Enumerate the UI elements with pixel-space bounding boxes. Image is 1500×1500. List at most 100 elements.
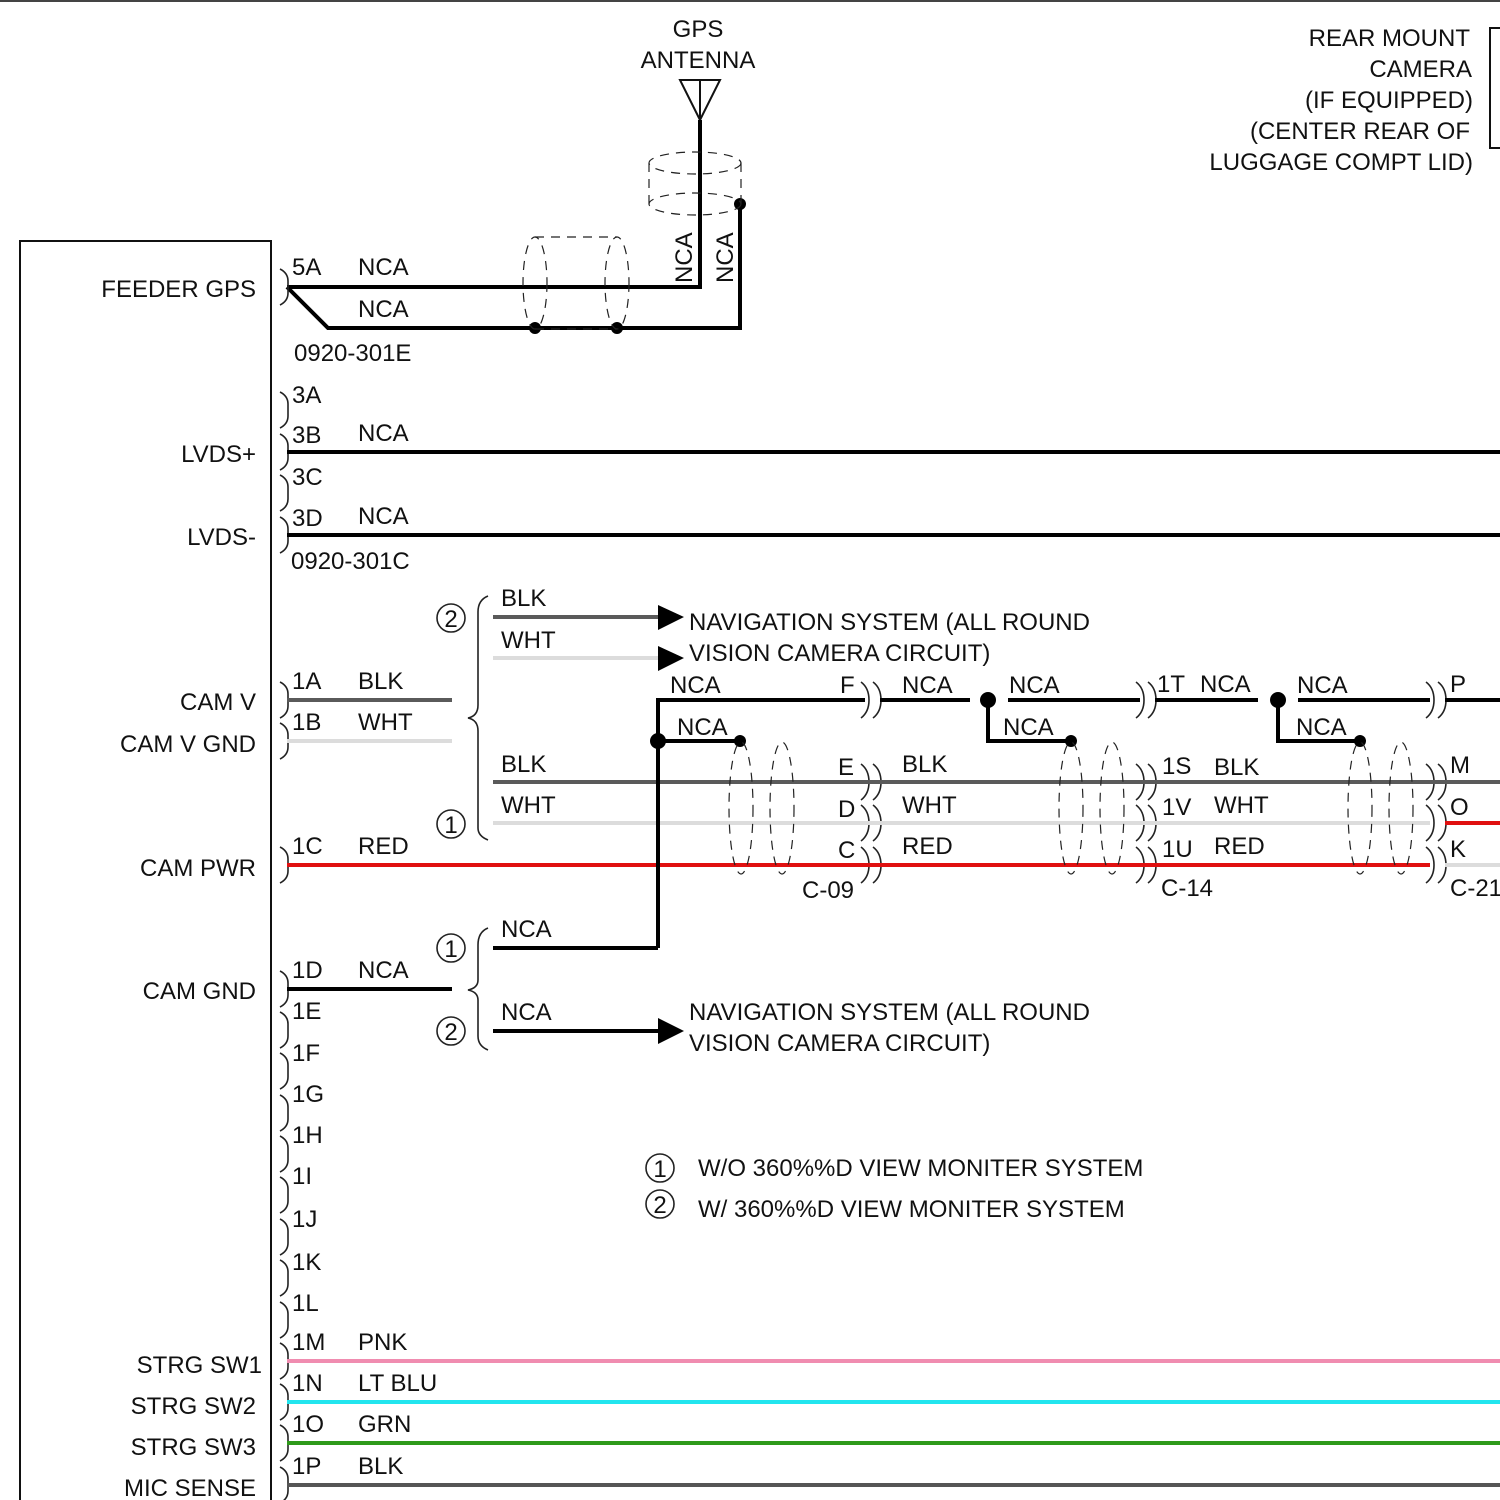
svg-text:D: D	[838, 796, 855, 823]
svg-text:3C: 3C	[292, 464, 323, 491]
pin-bracket-icon	[280, 1053, 288, 1089]
gps-antenna-label: ANTENNA	[641, 47, 756, 74]
pin-bracket-icon	[280, 1095, 288, 1131]
svg-text:WHT: WHT	[1214, 792, 1269, 819]
shield-icon	[729, 742, 1413, 874]
pin-bracket-icon	[280, 1384, 288, 1420]
shield-icon	[523, 152, 741, 329]
svg-text:3B: 3B	[292, 422, 321, 449]
pin-bracket-icon	[280, 1136, 288, 1172]
inline-connector-icon	[873, 682, 881, 718]
option-number-icons: 2 1 1 2	[437, 604, 465, 1046]
svg-text:C: C	[838, 837, 855, 864]
svg-text:BLK: BLK	[358, 668, 403, 695]
pin-bracket-icon	[280, 723, 288, 759]
svg-text:F: F	[840, 672, 855, 699]
svg-text:LVDS+: LVDS+	[181, 441, 256, 468]
pin-labels: 3A 3B 3C 3D 1A 1B 1C 1D 1E 1F 1G 1H 1I 1…	[292, 382, 325, 1480]
svg-text:WHT: WHT	[358, 709, 413, 736]
svg-text:BLK: BLK	[501, 751, 546, 778]
svg-text:CAM GND: CAM GND	[143, 978, 256, 1005]
option-brace-icons	[468, 596, 488, 1050]
svg-text:2: 2	[653, 1192, 666, 1219]
svg-text:NCA: NCA	[501, 916, 552, 943]
svg-text:1T: 1T	[1157, 671, 1185, 698]
svg-text:3A: 3A	[292, 382, 321, 409]
svg-text:1V: 1V	[1162, 794, 1191, 821]
wire-color-label: NCA	[358, 254, 409, 281]
svg-text:(IF EQUIPPED): (IF EQUIPPED)	[1305, 87, 1473, 114]
svg-text:(CENTER REAR OF: (CENTER REAR OF	[1250, 118, 1470, 145]
svg-text:PNK: PNK	[358, 1329, 407, 1356]
svg-text:REAR MOUNT: REAR MOUNT	[1309, 25, 1471, 52]
svg-text:BLK: BLK	[902, 751, 947, 778]
svg-text:W/ 360%%D VIEW MONITER SYSTEM: W/ 360%%D VIEW MONITER SYSTEM	[698, 1196, 1125, 1223]
svg-text:1F: 1F	[292, 1040, 320, 1067]
svg-text:NCA: NCA	[501, 999, 552, 1026]
svg-text:NCA: NCA	[1009, 672, 1060, 699]
svg-text:VISION CAMERA CIRCUIT): VISION CAMERA CIRCUIT)	[689, 1030, 990, 1057]
svg-text:1L: 1L	[292, 1290, 319, 1317]
svg-text:1I: 1I	[292, 1163, 312, 1190]
pin-bracket-icon	[280, 392, 288, 428]
svg-text:STRG SW1: STRG SW1	[137, 1352, 262, 1379]
svg-text:CAM V GND: CAM V GND	[120, 731, 256, 758]
svg-text:1D: 1D	[292, 957, 323, 984]
pin-bracket-icon	[280, 269, 288, 305]
svg-text:NCA: NCA	[677, 714, 728, 741]
inline-connector-icon	[1148, 682, 1156, 718]
svg-text:VISION CAMERA CIRCUIT): VISION CAMERA CIRCUIT)	[689, 640, 990, 667]
inline-connector-icon	[1438, 682, 1446, 718]
svg-text:RED: RED	[1214, 833, 1265, 860]
svg-text:RED: RED	[902, 833, 953, 860]
pin-bracket-icon	[280, 1467, 288, 1500]
svg-text:1B: 1B	[292, 709, 321, 736]
pin-bracket-icon	[280, 971, 288, 1007]
wire-color-label: NCA	[358, 420, 409, 447]
connector-c21: C-21	[1450, 875, 1500, 902]
pin-bracket-icon	[280, 847, 288, 883]
svg-text:WHT: WHT	[902, 792, 957, 819]
connector-c09: C-09	[802, 877, 854, 904]
wire-color-label: NCA	[712, 232, 739, 283]
splice-dot	[611, 322, 623, 334]
rear-camera-box	[1490, 28, 1500, 148]
pin-bracket-icon	[280, 1343, 288, 1379]
wire-color-label: NCA	[358, 503, 409, 530]
pin-bracket-icon	[280, 1012, 288, 1048]
svg-text:CAM PWR: CAM PWR	[140, 855, 256, 882]
inline-connector-icon	[1438, 847, 1446, 883]
svg-text:W/O 360%%D VIEW MONITER SYSTEM: W/O 360%%D VIEW MONITER SYSTEM	[698, 1155, 1143, 1182]
inline-connector-icon	[1438, 805, 1446, 841]
svg-text:E: E	[838, 754, 854, 781]
svg-text:STRG SW2: STRG SW2	[131, 1393, 256, 1420]
svg-text:NAVIGATION SYSTEM (ALL ROUND: NAVIGATION SYSTEM (ALL ROUND	[689, 999, 1090, 1026]
svg-text:BLK: BLK	[1214, 754, 1259, 781]
steering-switch-wires	[287, 1361, 1500, 1485]
pin-5a: 5A	[292, 254, 321, 281]
pin-bracket-icon	[280, 1260, 288, 1296]
pin-bracket-icon	[280, 682, 288, 718]
svg-text:MIC SENSE: MIC SENSE	[124, 1475, 256, 1500]
svg-text:NAVIGATION SYSTEM (ALL ROUND: NAVIGATION SYSTEM (ALL ROUND	[689, 609, 1090, 636]
svg-text:BLK: BLK	[358, 1453, 403, 1480]
pin-bracket-icon	[280, 1425, 288, 1461]
rear-camera-label: REAR MOUNT CAMERA (IF EQUIPPED) (CENTER …	[1209, 25, 1473, 176]
connector-c14: C-14	[1161, 875, 1213, 902]
svg-text:1U: 1U	[1162, 836, 1193, 863]
svg-text:NCA: NCA	[670, 672, 721, 699]
svg-text:1: 1	[653, 1156, 666, 1183]
svg-text:NCA: NCA	[1297, 672, 1348, 699]
svg-text:1A: 1A	[292, 668, 321, 695]
svg-text:LT BLU: LT BLU	[358, 1370, 437, 1397]
svg-text:1C: 1C	[292, 833, 323, 860]
svg-text:GRN: GRN	[358, 1411, 411, 1438]
svg-text:FEEDER GPS: FEEDER GPS	[101, 276, 256, 303]
svg-text:WHT: WHT	[501, 792, 556, 819]
svg-text:STRG SW3: STRG SW3	[131, 1434, 256, 1461]
svg-text:1E: 1E	[292, 998, 321, 1025]
svg-text:K: K	[1450, 836, 1466, 863]
svg-text:NCA: NCA	[1200, 671, 1251, 698]
svg-text:NCA: NCA	[1003, 714, 1054, 741]
svg-text:M: M	[1450, 752, 1470, 779]
